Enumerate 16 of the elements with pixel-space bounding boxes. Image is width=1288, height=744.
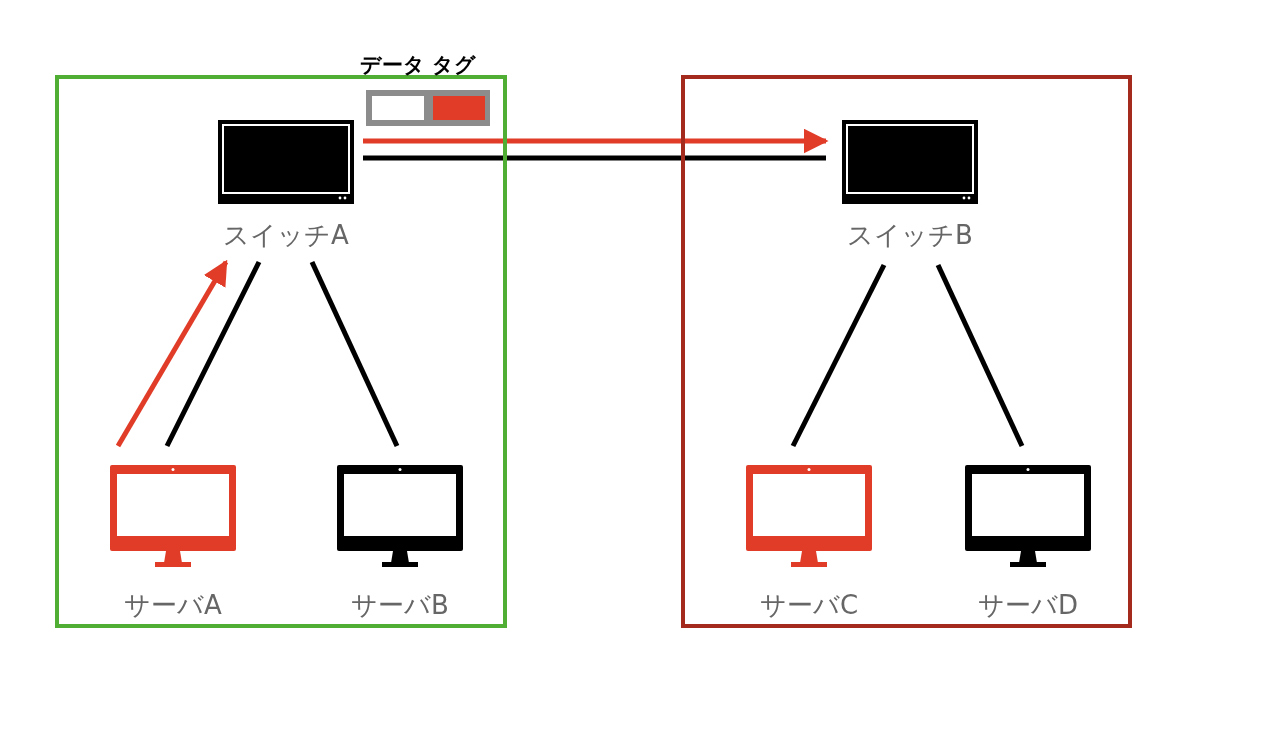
server-label: サーバD	[977, 590, 1079, 620]
switch-label: スイッチB	[846, 220, 974, 250]
arrow	[115, 259, 229, 448]
server-label: サーバB	[350, 590, 450, 620]
connector-line	[790, 263, 887, 448]
network-frame	[681, 75, 1132, 628]
arrow	[363, 128, 829, 154]
server-label: サーバC	[758, 590, 860, 620]
connector-line	[935, 263, 1025, 448]
connector-line	[164, 260, 262, 448]
switch-label: スイッチA	[222, 220, 350, 250]
connector-line	[309, 260, 400, 448]
network-frame	[55, 75, 507, 628]
connector-line	[363, 155, 826, 161]
tag-label: データ タグ	[360, 52, 477, 79]
server-label: サーバA	[123, 590, 223, 620]
